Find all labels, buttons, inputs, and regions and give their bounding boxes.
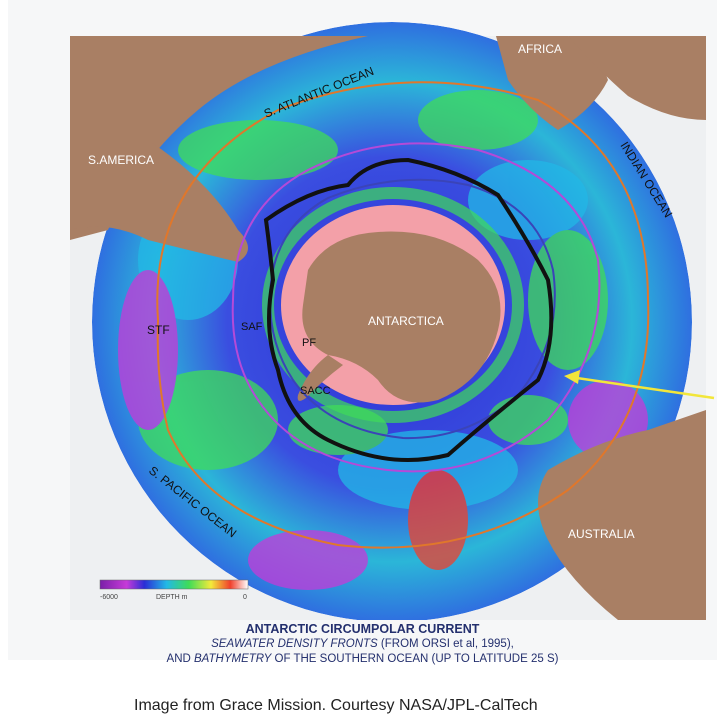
arrowhead-icon [564,370,580,384]
caption-line-2-emphasis: BATHYMETRY [194,653,272,665]
caption-line-2-rest: OF THE SOUTHERN OCEAN (UP TO LATITUDE 25… [271,653,559,665]
land-africa-east [568,36,706,120]
yellow-arrow-icon [569,375,715,400]
label-stf: STF [147,323,170,337]
front-pf-acc [263,157,554,462]
label-saf: SAF [241,321,263,333]
caption-line-2-prefix: AND [166,653,195,665]
label-pf: PF [302,337,316,349]
land-antarctic-peninsula [297,355,343,401]
label-s-america: S.AMERICA [88,153,154,167]
image-credit: Image from Grace Mission. Courtesy NASA/… [134,697,538,714]
caption-line-1: SEAWATER DENSITY FRONTS (FROM ORSI et al… [8,638,717,650]
caption-line-1-rest: (FROM ORSI et al, 1995), [377,638,514,650]
label-antarctica: ANTARCTICA [368,314,444,328]
southern-ocean-map: AFRICA S.AMERICA ANTARCTICA AUSTRALIA S.… [70,22,715,620]
depth-legend: -6000 DEPTH m 0 [99,579,249,601]
bathymetry-texture [118,90,648,590]
land-africa [496,36,608,130]
land-south-america-tip [70,140,248,262]
caption-title: ANTARCTIC CIRCUMPOLAR CURRENT [245,622,480,636]
caption-line-1-emphasis: SEAWATER DENSITY FRONTS [211,638,378,650]
front-saf [231,142,601,473]
label-australia: AUSTRALIA [568,527,635,541]
front-stf [156,81,650,549]
label-sacc: SACC [300,385,331,397]
legend-title: DEPTH m [156,594,188,601]
caption-line-2: AND BATHYMETRY OF THE SOUTHERN OCEAN (UP… [8,653,717,665]
map-panel: AFRICA S.AMERICA ANTARCTICA AUSTRALIA S.… [8,0,717,665]
land-australia [538,410,706,620]
land-antarctica [302,231,501,403]
land-south-america [70,36,368,240]
depth-colorbar [99,579,249,590]
legend-max: 0 [243,594,247,601]
legend-min: -6000 [100,594,118,601]
label-africa: AFRICA [518,42,562,56]
